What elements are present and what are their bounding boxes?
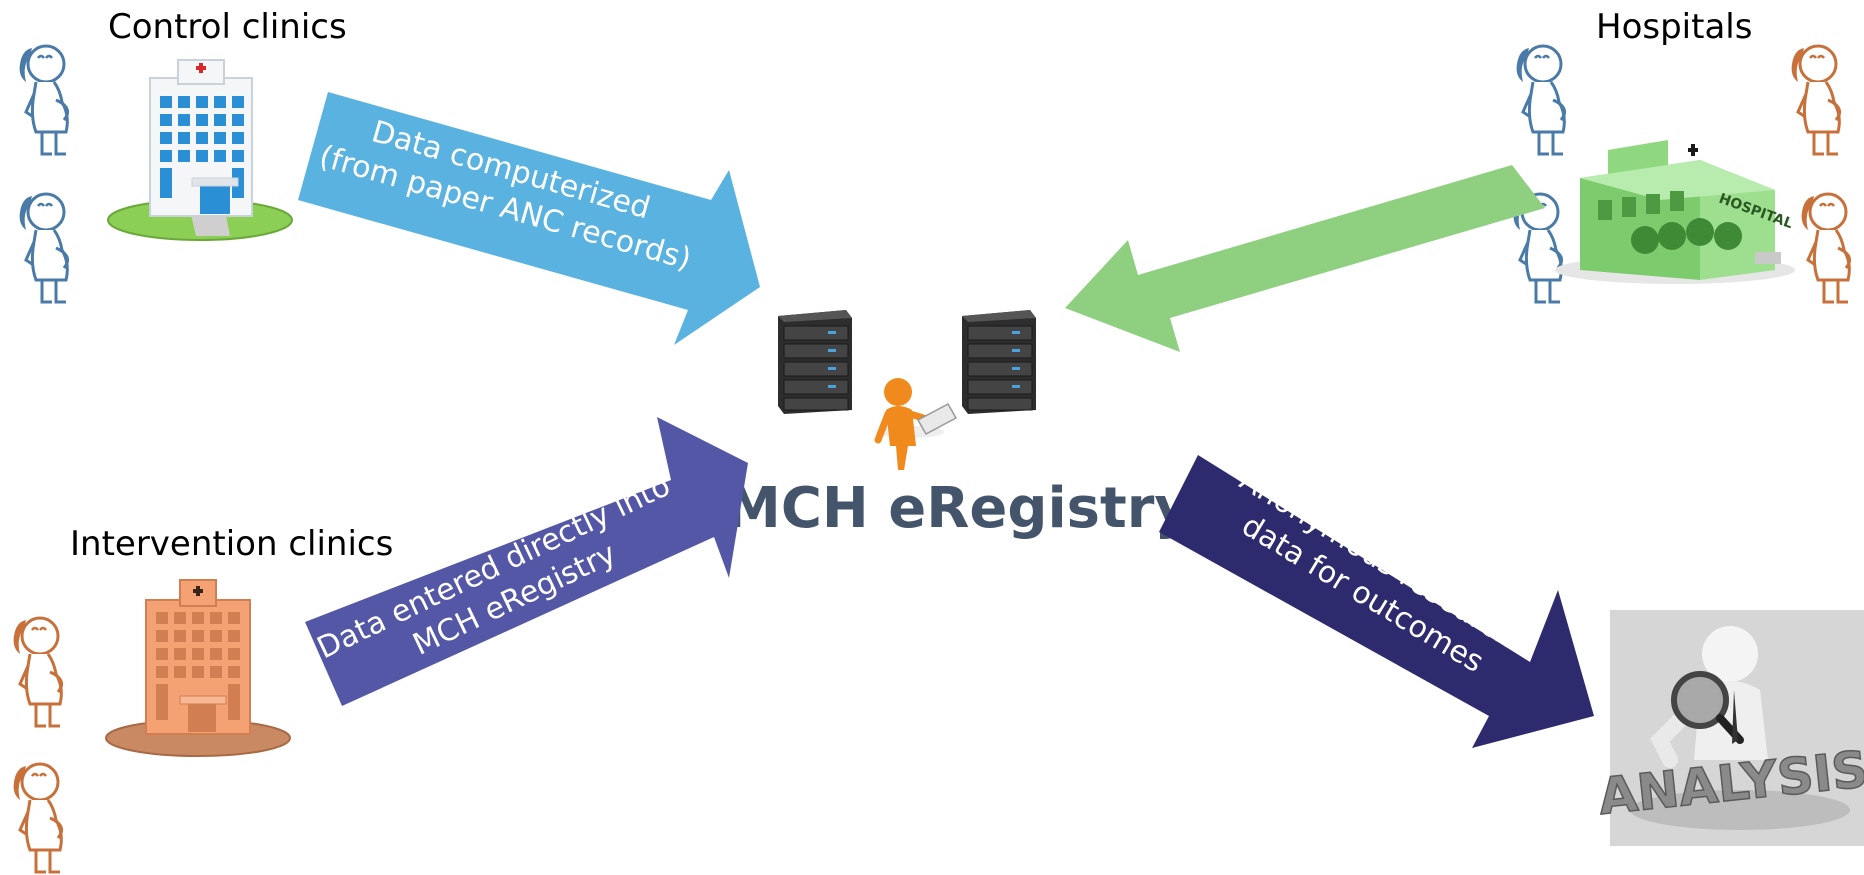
pregnant-woman-icon (12, 616, 64, 728)
control-clinics-label: Control clinics (108, 7, 347, 47)
control-data-arrow: Data computerized (from paper ANC record… (298, 92, 760, 345)
pregnant-woman-icon (18, 192, 70, 304)
pregnant-woman-icon (18, 44, 70, 156)
pregnant-woman-icon (12, 762, 64, 874)
intervention-clinics-label: Intervention clinics (70, 524, 393, 564)
blue-clinic-building-icon (107, 59, 293, 241)
orange-clinic-building-icon (105, 579, 291, 757)
analysis-magnifier-image: ANALYSIS (1595, 610, 1864, 846)
pregnant-woman-icon (1800, 192, 1852, 304)
hospitals-label: Hospitals (1596, 7, 1752, 47)
pregnant-woman-icon (1790, 44, 1842, 156)
pregnant-woman-icon (1515, 44, 1567, 156)
hospital-data-arrow: Data on labor and delivery (1065, 104, 1545, 352)
center-title: MCH eRegistry (725, 476, 1191, 541)
server-rack-icon (961, 309, 1037, 415)
server-rack-icon (777, 309, 853, 415)
orange-person-clipboard-icon (874, 378, 958, 470)
research-data-arrow: Anonymous research data for outcomes (1159, 455, 1594, 748)
green-hospital-building-icon: HOSPITAL (1555, 140, 1795, 284)
